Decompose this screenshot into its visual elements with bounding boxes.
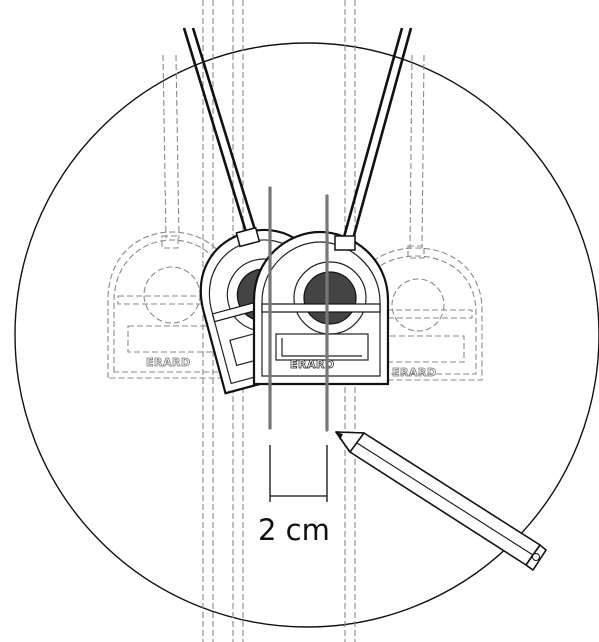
ghost-lock-right: ERARD — [349, 54, 483, 381]
pencil-icon — [335, 431, 548, 572]
lanyard-right — [342, 27, 413, 240]
lanyard-left — [182, 27, 257, 233]
brand-label-left: ERARD — [146, 356, 191, 369]
measurement-label-bg — [254, 508, 344, 548]
brand-label-right: ERARD — [392, 366, 437, 379]
guide-lines — [268, 186, 329, 432]
lock-right: ERARD — [252, 230, 390, 386]
brand-label-center: ERARD — [290, 358, 335, 371]
dimension-bracket — [269, 445, 328, 502]
measurement-label: 2 cm — [258, 513, 330, 547]
